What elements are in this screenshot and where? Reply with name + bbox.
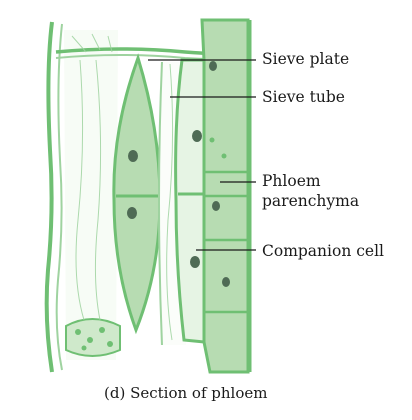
label-sieve-plate: Sieve plate (262, 50, 349, 68)
label-phloem-parenchyma-line1: Phloem (262, 172, 321, 190)
tissue-section (44, 18, 252, 374)
companion-cell-central (112, 53, 162, 335)
nucleus-icon (127, 207, 137, 219)
label-companion-cell: Companion cell (262, 242, 384, 260)
left-cell-wall (44, 21, 54, 373)
label-sieve-tube: Sieve tube (262, 88, 345, 106)
nucleus-icon (190, 256, 200, 268)
left-sieve-tube (64, 30, 118, 360)
nucleus-icon (192, 130, 202, 142)
nucleus-icon (212, 201, 220, 211)
bottom-sieve-plate (65, 318, 121, 357)
label-phloem-parenchyma-line2: parenchyma (262, 192, 359, 210)
nucleus-icon (128, 150, 138, 162)
companion-cell-right (174, 58, 206, 344)
figure-caption: (d) Section of phloem (104, 384, 267, 402)
nucleus-icon (209, 61, 217, 71)
nucleus-icon (222, 277, 230, 287)
